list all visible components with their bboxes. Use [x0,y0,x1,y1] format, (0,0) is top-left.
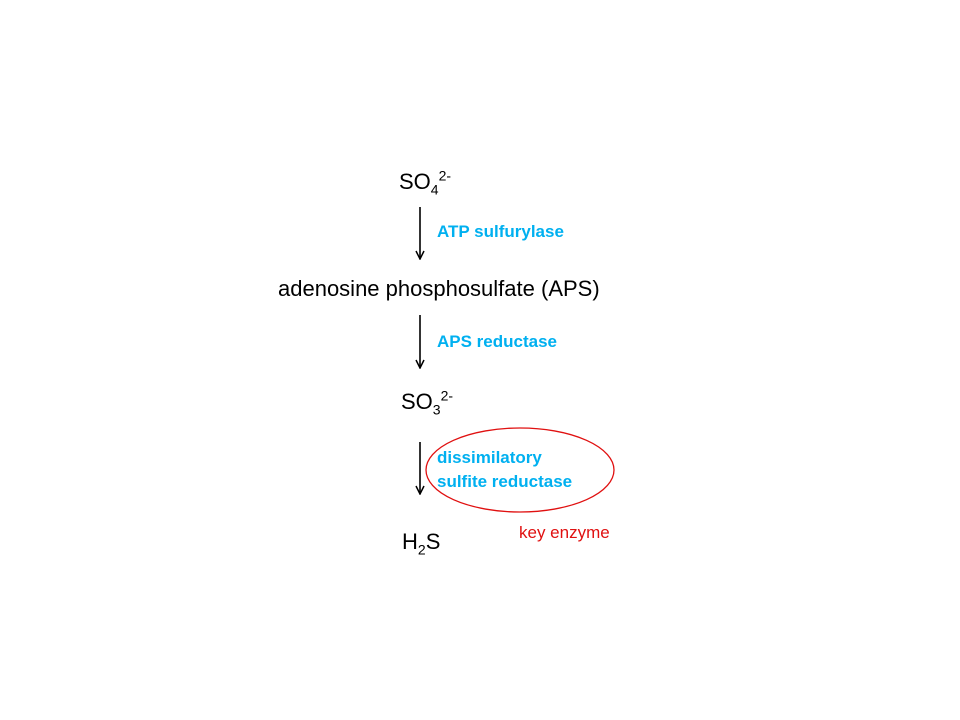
key-enzyme-highlight-ellipse [425,427,615,513]
sulfide-s: S [425,529,441,554]
sulfate-base: SO [399,169,431,194]
sulfate-charge: 2- [438,167,452,184]
enzyme-aps-reductase-label: APS reductase [437,332,557,351]
enzyme-atp-sulfurylase: ATP sulfurylase [437,220,564,244]
enzyme-dissimilatory-sulfite-reductase: dissimilatory sulfite reductase [437,446,572,494]
sulfite-ion: SO32- [401,387,454,417]
enzyme-aps-reductase: APS reductase [437,330,557,354]
sulfide-h: H [402,529,418,554]
enzyme-dsr-line2: sulfite reductase [437,472,573,491]
sulfite-base: SO [401,389,433,414]
key-enzyme-label: key enzyme [519,523,610,542]
enzyme-dsr-line1: dissimilatory [437,448,542,467]
sulfate-subscript: 4 [430,181,439,198]
sulfite-charge: 2- [440,387,454,404]
aps-label: adenosine phosphosulfate (APS) [278,276,600,301]
enzyme-atp-sulfurylase-label: ATP sulfurylase [437,222,564,241]
sulfide-subscript: 2 [417,541,426,558]
sulfite-subscript: 3 [432,401,441,418]
aps-compound: adenosine phosphosulfate (APS) [278,278,600,300]
sulfate-ion: SO42- [399,167,452,197]
hydrogen-sulfide: H2S [402,529,441,557]
key-enzyme-note: key enzyme [519,524,610,541]
